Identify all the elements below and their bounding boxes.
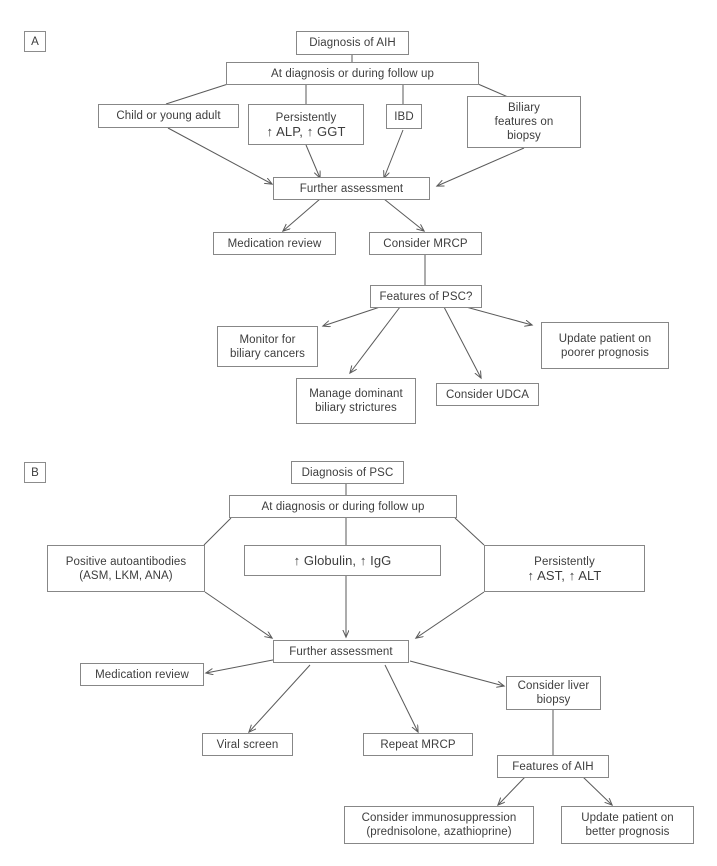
node-child-or-young-adult[interactable]: Child or young adult [98,104,239,128]
node-features-of-aih[interactable]: Features of AIH [497,755,609,778]
node-consider-immunosuppression[interactable]: Consider immunosuppression (prednisolone… [344,806,534,844]
node-diagnosis-of-psc[interactable]: Diagnosis of PSC [291,461,404,484]
node-b-medication-review[interactable]: Medication review [80,663,204,686]
node-update-patient-better-prognosis[interactable]: Update patient on better prognosis [561,806,694,844]
node-diagnosis-of-aih[interactable]: Diagnosis of AIH [296,31,409,55]
node-positive-autoantibodies[interactable]: Positive autoantibodies (ASM, LKM, ANA) [47,545,205,592]
node-manage-dominant-biliary-strictures[interactable]: Manage dominant biliary strictures [296,378,416,424]
node-ibd[interactable]: IBD [386,104,422,129]
node-a-at-diagnosis-or-followup[interactable]: At diagnosis or during follow up [226,62,479,85]
node-persistently-ast-alt-line1: Persistently [534,555,595,568]
node-monitor-for-biliary-cancers[interactable]: Monitor for biliary cancers [217,326,318,367]
node-viral-screen[interactable]: Viral screen [202,733,293,756]
node-persistently-alp-ggt-line2: ↑ ALP, ↑ GGT [266,123,346,139]
panel-label-b: B [24,462,46,483]
node-consider-udca[interactable]: Consider UDCA [436,383,539,406]
node-persistently-ast-alt[interactable]: Persistently ↑ AST, ↑ ALT [484,545,645,592]
node-consider-liver-biopsy[interactable]: Consider liver biopsy [506,676,601,710]
node-features-of-psc[interactable]: Features of PSC? [370,285,482,308]
node-a-further-assessment[interactable]: Further assessment [273,177,430,200]
node-update-patient-poorer-prognosis[interactable]: Update patient on poorer prognosis [541,322,669,369]
node-b-further-assessment[interactable]: Further assessment [273,640,409,663]
node-persistently-alp-ggt[interactable]: Persistently ↑ ALP, ↑ GGT [248,104,364,145]
panel-label-a: A [24,31,46,52]
node-repeat-mrcp[interactable]: Repeat MRCP [363,733,473,756]
node-globulin-igg[interactable]: ↑ Globulin, ↑ IgG [244,545,441,576]
node-persistently-ast-alt-line2: ↑ AST, ↑ ALT [527,567,602,583]
node-persistently-alp-ggt-line1: Persistently [275,111,337,124]
node-consider-mrcp[interactable]: Consider MRCP [369,232,482,255]
node-a-medication-review[interactable]: Medication review [213,232,336,255]
node-b-at-diagnosis-or-followup[interactable]: At diagnosis or during follow up [229,495,457,518]
node-biliary-features-on-biopsy[interactable]: Biliary features on biopsy [467,96,581,148]
